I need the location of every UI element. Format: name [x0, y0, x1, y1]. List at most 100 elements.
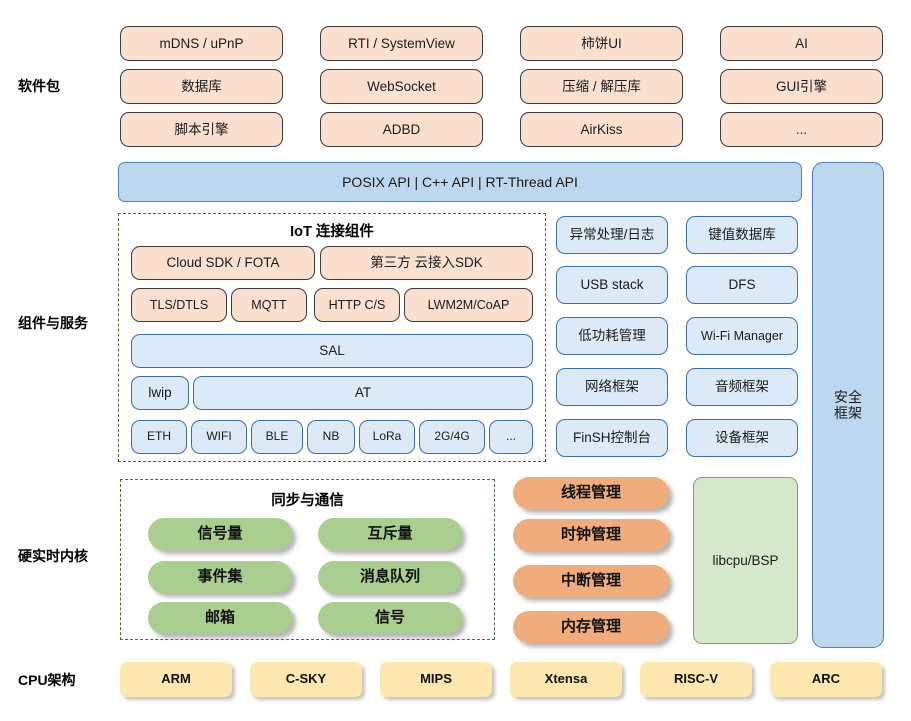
row-label-hard-realtime-kernel: 硬实时内核 — [18, 548, 88, 564]
iot-at[interactable]: AT — [193, 376, 533, 410]
iot-lwm2m-coap[interactable]: LWM2M/CoAP — [404, 288, 533, 322]
software-package-box[interactable]: 压缩 / 解压库 — [520, 69, 683, 104]
kernel-memory-management[interactable]: 内存管理 — [513, 611, 669, 643]
component-dfs[interactable]: DFS — [686, 266, 798, 304]
kernel-mutex[interactable]: 互斥量 — [318, 518, 462, 550]
kernel-sync-label: 消息队列 — [359, 568, 420, 586]
iot-2g-4g[interactable]: 2G/4G — [419, 420, 485, 454]
iot-box-label: LoRa — [372, 429, 402, 444]
component-key-value-database[interactable]: 键值数据库 — [686, 216, 798, 254]
iot-box-label: Cloud SDK / FOTA — [166, 255, 280, 271]
row-label-components-services: 组件与服务 — [18, 315, 88, 331]
kernel-sync-label: 信号 — [374, 609, 405, 627]
software-package-label: 数据库 — [181, 78, 222, 94]
row-label-cpu-architecture: CPU架构 — [18, 672, 76, 688]
iot-box-label: SAL — [319, 343, 345, 359]
kernel-semaphore[interactable]: 信号量 — [148, 518, 292, 550]
iot-more[interactable]: ... — [489, 420, 533, 454]
iot-box-label: BLE — [265, 429, 289, 444]
component-exception-log[interactable]: 异常处理/日志 — [556, 216, 668, 254]
software-package-label: mDNS / uPnP — [159, 35, 244, 51]
api-bar-label: POSIX API | C++ API | RT-Thread API — [342, 173, 578, 190]
component-label: 音频框架 — [715, 379, 769, 395]
component-label: DFS — [728, 277, 756, 293]
kernel-interrupt-management[interactable]: 中断管理 — [513, 565, 669, 597]
kernel-mailbox[interactable]: 邮箱 — [148, 602, 292, 634]
iot-group-title: IoT 连接组件 — [290, 224, 374, 240]
security-framework-label-line2: 框架 — [834, 405, 862, 421]
component-label: 网络框架 — [585, 379, 639, 395]
kernel-thread-management[interactable]: 线程管理 — [513, 477, 669, 509]
cpu-arch-mips[interactable]: MIPS — [380, 662, 492, 697]
component-network-framework[interactable]: 网络框架 — [556, 368, 668, 406]
software-package-box[interactable]: WebSocket — [320, 69, 483, 104]
cpu-arch-label: MIPS — [420, 671, 452, 687]
software-package-label: 脚本引擎 — [174, 121, 229, 137]
cpu-arch-xtensa[interactable]: Xtensa — [510, 662, 622, 697]
software-package-label: 压缩 / 解压库 — [562, 78, 641, 94]
iot-tls-dtls[interactable]: TLS/DTLS — [131, 288, 227, 322]
libcpu-bsp-box[interactable]: libcpu/BSP — [693, 477, 798, 644]
kernel-sync-label: 信号量 — [197, 525, 243, 543]
cpu-arch-label: C-SKY — [285, 671, 327, 687]
software-package-box[interactable]: 数据库 — [120, 69, 283, 104]
component-wifi-manager[interactable]: Wi-Fi Manager — [686, 317, 798, 355]
component-low-power-management[interactable]: 低功耗管理 — [556, 317, 668, 355]
libcpu-bsp-label: libcpu/BSP — [712, 552, 779, 568]
security-framework-label-line1: 安全 — [834, 388, 862, 405]
kernel-management-label: 内存管理 — [560, 618, 621, 636]
software-package-label: RTI / SystemView — [348, 35, 455, 51]
iot-box-label: TLS/DTLS — [149, 297, 209, 312]
iot-connectivity-group — [118, 213, 546, 462]
sync-communication-group — [120, 479, 495, 640]
kernel-event-set[interactable]: 事件集 — [148, 561, 292, 593]
kernel-signal[interactable]: 信号 — [318, 602, 462, 634]
iot-box-label: lwip — [148, 385, 172, 401]
kernel-management-label: 线程管理 — [560, 484, 621, 502]
kernel-message-queue[interactable]: 消息队列 — [318, 561, 462, 593]
security-framework-column[interactable]: 安全 框架 — [812, 162, 884, 648]
component-label: 键值数据库 — [708, 227, 776, 243]
component-label: FinSH控制台 — [572, 430, 651, 446]
cpu-arch-c-sky[interactable]: C-SKY — [250, 662, 362, 697]
api-bar[interactable]: POSIX API | C++ API | RT-Thread API — [118, 162, 802, 202]
iot-lwip[interactable]: lwip — [131, 376, 189, 410]
software-package-label: AirKiss — [580, 121, 623, 137]
iot-box-label: MQTT — [251, 297, 287, 312]
cpu-arch-label: ARM — [161, 671, 191, 687]
iot-box-label: 第三方 云接入SDK — [370, 255, 483, 271]
kernel-sync-label: 事件集 — [197, 568, 243, 586]
iot-nb[interactable]: NB — [307, 420, 355, 454]
iot-sal[interactable]: SAL — [131, 334, 533, 368]
iot-mqtt[interactable]: MQTT — [231, 288, 307, 322]
component-audio-framework[interactable]: 音频框架 — [686, 368, 798, 406]
cpu-arch-arm[interactable]: ARM — [120, 662, 232, 697]
software-package-box[interactable]: 柿饼UI — [520, 26, 683, 61]
software-package-box[interactable]: RTI / SystemView — [320, 26, 483, 61]
kernel-sync-label: 互斥量 — [367, 525, 413, 543]
cpu-arch-risc-v[interactable]: RISC-V — [640, 662, 752, 697]
iot-third-party-cloud-sdk[interactable]: 第三方 云接入SDK — [320, 246, 533, 280]
component-label: 低功耗管理 — [578, 328, 646, 344]
software-package-box[interactable]: AI — [720, 26, 883, 61]
iot-wifi[interactable]: WIFI — [191, 420, 247, 454]
software-package-box[interactable]: GUI引擎 — [720, 69, 883, 104]
cpu-arch-arc[interactable]: ARC — [770, 662, 882, 697]
software-package-box[interactable]: mDNS / uPnP — [120, 26, 283, 61]
iot-eth[interactable]: ETH — [131, 420, 187, 454]
component-device-framework[interactable]: 设备框架 — [686, 419, 798, 457]
kernel-clock-management[interactable]: 时钟管理 — [513, 519, 669, 551]
software-package-box[interactable]: AirKiss — [520, 112, 683, 147]
iot-box-label: LWM2M/CoAP — [427, 297, 510, 312]
row-label-software-package: 软件包 — [18, 78, 60, 94]
iot-http-cs[interactable]: HTTP C/S — [314, 288, 400, 322]
software-package-box[interactable]: ADBD — [320, 112, 483, 147]
software-package-box[interactable]: ... — [720, 112, 883, 147]
component-usb-stack[interactable]: USB stack — [556, 266, 668, 304]
iot-ble[interactable]: BLE — [251, 420, 303, 454]
component-finsh-console[interactable]: FinSH控制台 — [556, 419, 668, 457]
iot-lora[interactable]: LoRa — [359, 420, 415, 454]
iot-cloud-sdk-fota[interactable]: Cloud SDK / FOTA — [131, 246, 315, 280]
software-package-box[interactable]: 脚本引擎 — [120, 112, 283, 147]
